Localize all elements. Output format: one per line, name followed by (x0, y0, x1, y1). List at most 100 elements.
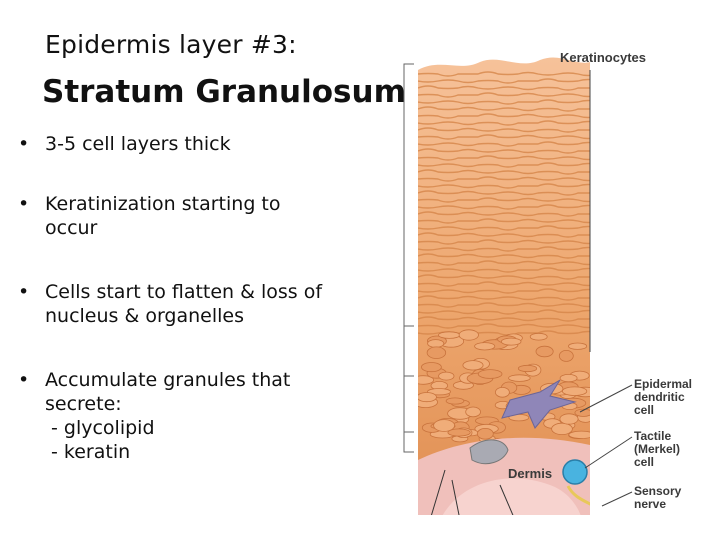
epidermis-illustration: Dermis Keratinocytes Epidermal dendritic… (403, 50, 692, 516)
keratin-layer-line (418, 288, 590, 294)
merkel-cell-shape (562, 459, 588, 485)
keratin-layer-line (418, 211, 590, 217)
keratinocyte-cell (418, 375, 435, 385)
dermis-label: Dermis (508, 466, 552, 481)
keratin-layer-line (418, 120, 590, 126)
keratin-layer-line (418, 204, 590, 210)
keratinocyte-cell (558, 349, 574, 362)
sensory-nerve-label-line1: Sensory (634, 484, 682, 498)
keratinocyte-cell (559, 413, 579, 425)
keratin-layer-line (418, 92, 590, 98)
keratinocyte-cell (418, 392, 437, 403)
keratin-layer-line (418, 99, 590, 105)
bullet-item: • 3-5 cell layers thick (18, 132, 388, 156)
tactile-label-line3: cell (634, 455, 654, 469)
keratin-layer-line (418, 176, 590, 182)
keratin-layer-line (418, 309, 590, 315)
keratinocyte-cell (420, 362, 442, 373)
keratinocyte-cell (559, 373, 578, 383)
keratin-layer-line (418, 281, 590, 287)
keratin-layer-line (418, 127, 590, 133)
epidermal-dendritic-label-line3: cell (634, 403, 654, 417)
dendritic-cell-shape (501, 379, 577, 429)
grey-cell-shape (469, 439, 509, 465)
keratinocyte-cell (426, 346, 447, 359)
keratin-layer-line (418, 316, 590, 322)
keratinocytes-label: Keratinocytes (560, 50, 646, 65)
keratin-layer-line (418, 141, 590, 147)
keratinocyte-cell (458, 329, 479, 341)
keratin-layer-line (418, 232, 590, 238)
dermal-fibers (429, 469, 516, 516)
keratin-layer-line (418, 239, 590, 245)
keratin-layer-line (418, 106, 590, 112)
slide-title-line2: Stratum Granulosum (42, 74, 406, 110)
bullet-marker: • (18, 193, 30, 215)
keratinocyte-cell (474, 342, 496, 351)
keratin-layer-line (418, 113, 590, 119)
keratin-layer-line (418, 169, 590, 175)
layer-brackets (403, 63, 414, 453)
keratinocyte-cell (447, 428, 471, 437)
keratin-layer-line (418, 155, 590, 161)
keratinocyte-cell (508, 374, 531, 382)
sensory-nerve-label-line2: nerve (634, 497, 666, 511)
keratin-layer-line (418, 85, 590, 91)
keratinocyte-cell (517, 364, 538, 373)
keratin-layer-line (418, 78, 590, 84)
keratinocyte-cell (529, 332, 548, 341)
keratinocyte-cell (477, 369, 503, 379)
keratinocyte-cell (568, 342, 588, 350)
keratin-layer-line (418, 274, 590, 280)
cell-texture (418, 71, 590, 516)
bullet-subitem: - glycolipid (51, 417, 155, 439)
bullet-text: Accumulate granules that secrete: (45, 369, 291, 415)
bullet-item: • Accumulate granules that secrete: - gl… (18, 368, 388, 464)
bullet-marker: • (18, 369, 30, 391)
slide-title-line1: Epidermis layer #3: (45, 30, 297, 59)
keratin-layer-line (418, 148, 590, 154)
keratinocyte-cell (495, 386, 510, 398)
bullet-marker: • (18, 281, 30, 303)
epidermal-dendritic-label-line1: Epidermal (634, 377, 692, 391)
bullet-item: • Keratinization starting to occur (18, 192, 388, 240)
keratinocyte-cell (445, 397, 465, 405)
keratinocyte-cell (551, 422, 573, 435)
dermal-papilla (440, 478, 582, 516)
keratinocyte-cell (574, 408, 590, 417)
keratin-layer-line (418, 323, 590, 329)
keratin-layer-line (418, 267, 590, 273)
keratin-layer-line (418, 302, 590, 308)
keratinocyte-cell (500, 337, 522, 346)
leader-lines (579, 70, 633, 507)
keratin-layer-line (418, 218, 590, 224)
keratin-layer-line (418, 162, 590, 168)
nerve-fiber (566, 485, 590, 512)
keratin-layer-line (418, 260, 590, 266)
keratinocyte-cell (562, 386, 588, 396)
bullet-text: Keratinization starting to occur (45, 193, 281, 239)
keratinocyte-cell (438, 371, 455, 381)
keratin-layer-line (418, 134, 590, 140)
keratinocyte-cell (535, 345, 554, 358)
keratinocyte-cell (465, 406, 481, 418)
keratin-layer-line (418, 71, 590, 77)
keratin-layer-line (418, 253, 590, 259)
keratinocyte-cell (438, 331, 461, 339)
bullet-text: 3-5 cell layers thick (45, 133, 231, 155)
keratinocyte-cell (427, 339, 445, 348)
keratin-layer-line (418, 246, 590, 252)
keratinocyte-cell (568, 430, 590, 439)
bullet-subitem: - keratin (51, 441, 131, 463)
keratinocyte-cell (476, 427, 494, 440)
tactile-label-line2: (Merkel) (634, 442, 680, 456)
epidermal-dendritic-label-line2: dendritic (634, 390, 685, 404)
keratin-layer-line (418, 295, 590, 301)
bullet-item: • Cells start to flatten & loss of nucle… (18, 280, 388, 328)
keratin-layer-line (418, 197, 590, 203)
tactile-label-line1: Tactile (634, 429, 671, 443)
keratin-layer-line (418, 190, 590, 196)
keratinocyte-cell (462, 360, 484, 371)
bullet-marker: • (18, 133, 30, 155)
